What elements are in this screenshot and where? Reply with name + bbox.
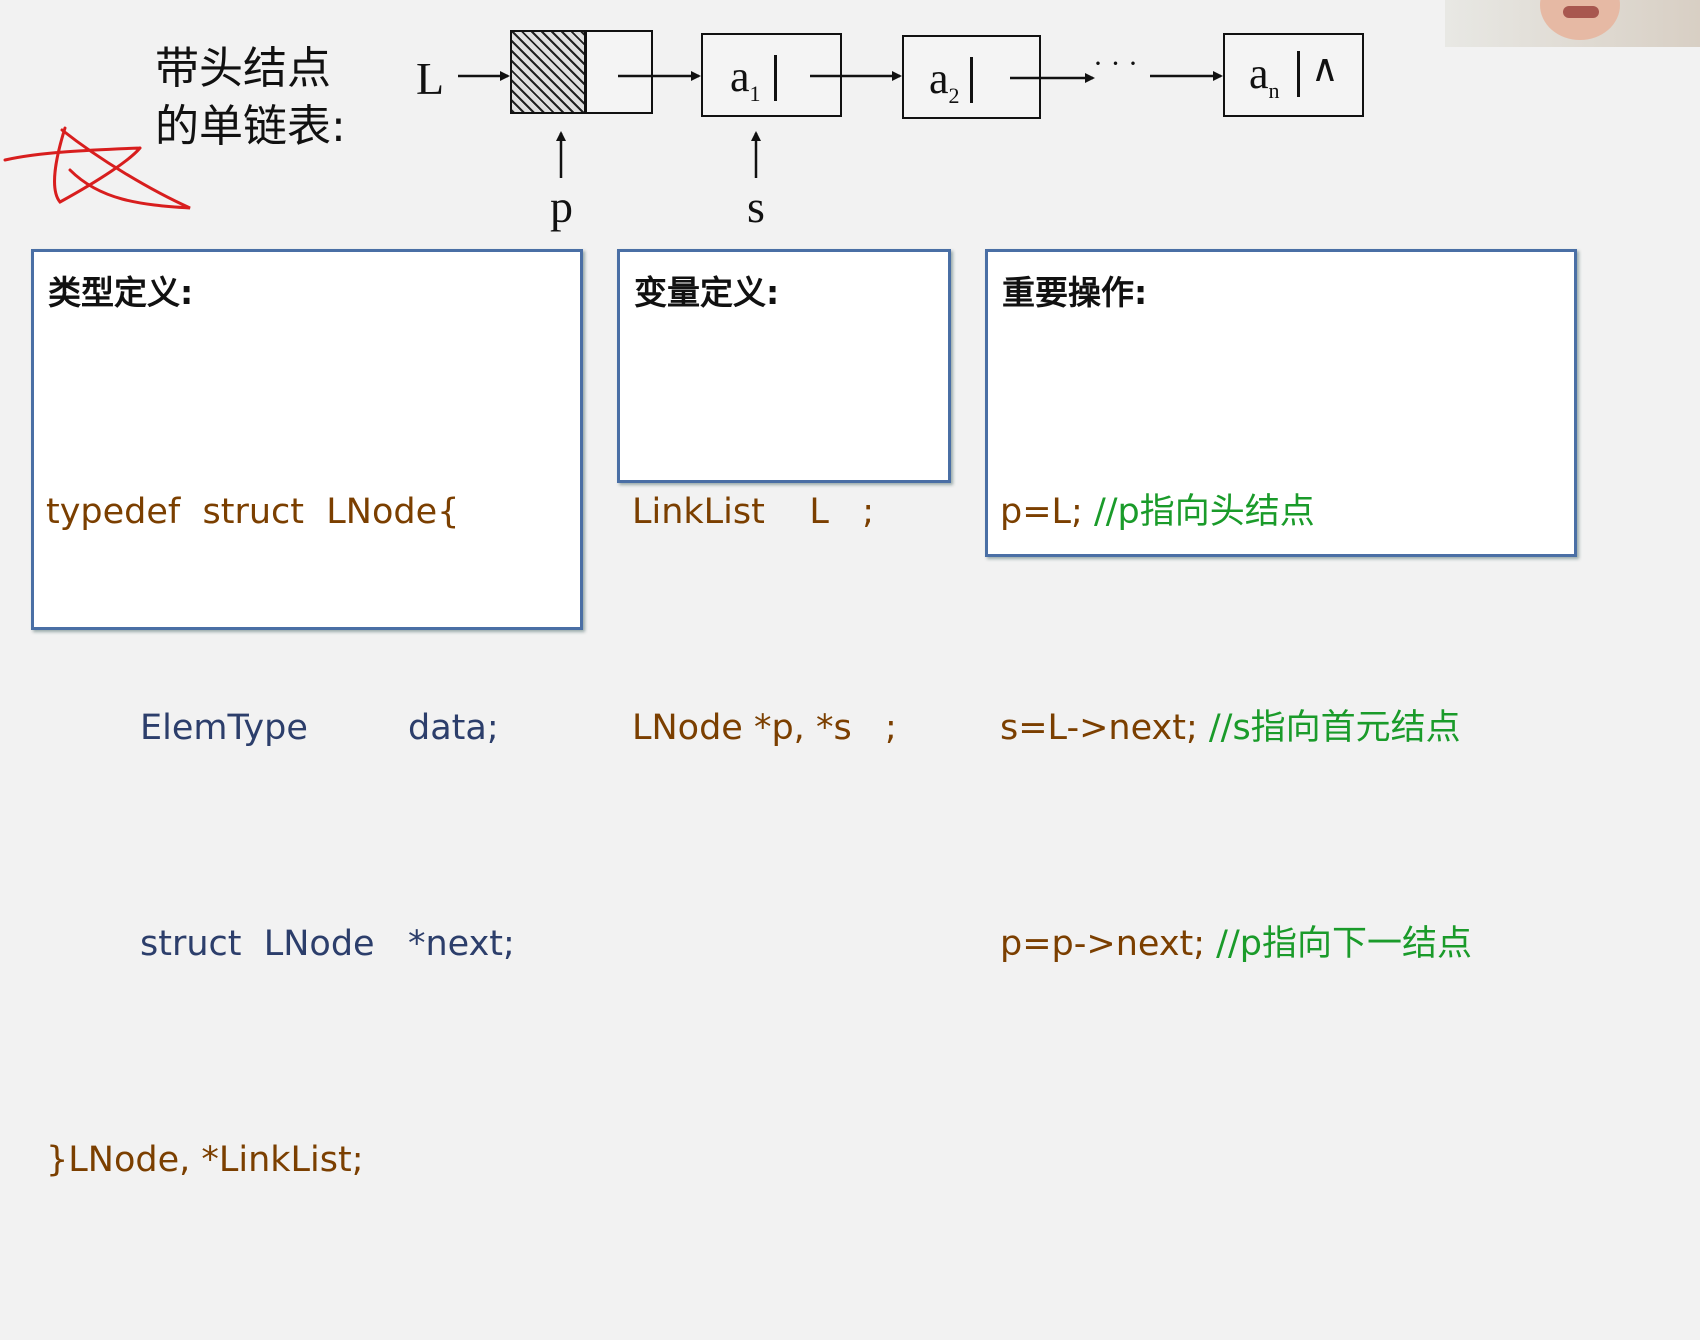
pointer-s-label: s bbox=[747, 181, 765, 232]
type-panel-title: 类型定义: bbox=[48, 273, 194, 312]
ops-code-block: p=L; //p指向头结点 s=L->next; //s指向首元结点 p=p->… bbox=[1000, 332, 1562, 1124]
ops-code-line-1: p=L; //p指向头结点 bbox=[1000, 492, 1315, 532]
type-definition-panel: 类型定义: typedef struct LNode{ ElemType dat… bbox=[31, 249, 583, 1180]
red-scribble-annotation bbox=[3, 126, 191, 210]
var-code-line-1: LinkList L ; bbox=[632, 492, 875, 532]
node-a1-data: a1 bbox=[730, 52, 761, 106]
presenter-video-thumbnail bbox=[1445, 0, 1700, 47]
head-pointer-label: L bbox=[416, 53, 445, 104]
ops-panel-title: 重要操作: bbox=[1002, 273, 1148, 312]
type-code-line-3: struct LNode *next; bbox=[140, 924, 515, 964]
type-code-line-4: }LNode, *LinkList; bbox=[46, 1140, 364, 1180]
operations-panel: 重要操作: p=L; //p指向头结点 s=L->next; //s指向首元结点… bbox=[985, 249, 1577, 964]
var-code-line-2: LNode *p, *s ; bbox=[632, 708, 897, 748]
pointer-p-label: p bbox=[550, 181, 573, 232]
node-a2-data: a2 bbox=[929, 54, 960, 108]
head-node bbox=[510, 30, 653, 114]
ellipsis: · · · bbox=[1093, 47, 1138, 80]
type-code-block: typedef struct LNode{ ElemType data; str… bbox=[46, 332, 568, 1340]
node-a1-divider bbox=[774, 55, 777, 101]
node-an-data: an bbox=[1249, 49, 1280, 103]
null-pointer-symbol: ∧ bbox=[1311, 46, 1339, 90]
variable-definition-panel: 变量定义: LinkList L ; LNode *p, *s ; bbox=[617, 249, 951, 748]
var-panel-title: 变量定义: bbox=[634, 273, 780, 312]
node-a2-divider bbox=[970, 57, 973, 103]
diagram-title-line1: 带头结点 bbox=[155, 43, 331, 94]
diagram-title-line2: 的单链表: bbox=[155, 101, 346, 152]
list-node-a2: a2 bbox=[902, 35, 1041, 119]
ops-code-line-3: p=p->next; //p指向下一结点 bbox=[1000, 924, 1472, 964]
type-code-line-1: typedef struct LNode{ bbox=[46, 492, 460, 532]
var-code-block: LinkList L ; LNode *p, *s ; bbox=[632, 332, 936, 908]
ops-code-line-2: s=L->next; //s指向首元结点 bbox=[1000, 708, 1461, 748]
list-node-an: an ∧ bbox=[1223, 33, 1364, 117]
type-code-line-2: ElemType data; bbox=[140, 708, 499, 748]
diagram-title: 带头结点 的单链表: bbox=[155, 40, 346, 156]
head-node-data-cell bbox=[512, 32, 587, 112]
node-an-divider bbox=[1297, 51, 1300, 97]
presenter-mouth bbox=[1563, 6, 1599, 18]
